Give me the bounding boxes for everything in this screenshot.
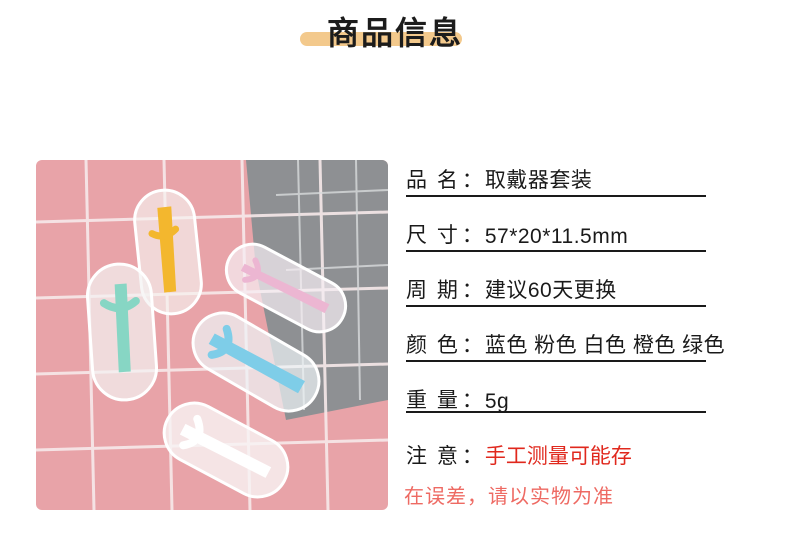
spec-value: 57*20*11.5mm <box>484 225 629 248</box>
spec-colon: ： <box>461 169 483 192</box>
spec-underline <box>406 195 706 197</box>
spec-row-cycle: 周 期：建议60天更换 <box>406 268 617 304</box>
spec-underline <box>406 305 706 307</box>
spec-value: 蓝色 粉色 白色 橙色 绿色 <box>484 334 726 357</box>
spec-colon: ： <box>461 389 483 412</box>
spec-row-weight: 重 量：5g <box>406 378 509 414</box>
spec-row-name: 品 名：取戴器套装 <box>406 158 592 194</box>
spec-value: 建议60天更换 <box>484 279 617 302</box>
spec-label: 重 量 <box>406 389 460 412</box>
spec-colon: ： <box>461 334 483 357</box>
spec-row-size: 尺 寸：57*20*11.5mm <box>406 213 628 249</box>
note-text-line2: 在误差，请以实物为准 <box>404 486 614 508</box>
spec-underline <box>406 250 706 252</box>
spec-colon: ： <box>461 279 483 302</box>
spec-underline <box>406 411 706 413</box>
spec-label: 品 名 <box>406 169 460 192</box>
spec-label: 尺 寸 <box>406 224 460 247</box>
spec-label: 颜 色 <box>406 334 460 357</box>
note-colon: ： <box>461 445 483 468</box>
title-highlight-bar <box>300 32 462 46</box>
product-photo <box>36 160 388 510</box>
section-header: 商品信息 <box>0 0 790 60</box>
spec-value: 5g <box>484 390 510 413</box>
spec-row-colors: 颜 色：蓝色 粉色 白色 橙色 绿色 <box>406 323 725 359</box>
note-text-line1: 手工测量可能存 <box>484 445 632 468</box>
spec-value: 取戴器套装 <box>484 169 593 192</box>
note-label: 注 意 <box>406 445 460 468</box>
spec-colon: ： <box>461 224 483 247</box>
spec-underline <box>406 360 706 362</box>
spec-label: 周 期 <box>406 279 460 302</box>
page-title: 商品信息 <box>326 15 463 51</box>
note-row: 注 意：手工测量可能存 <box>406 434 632 470</box>
